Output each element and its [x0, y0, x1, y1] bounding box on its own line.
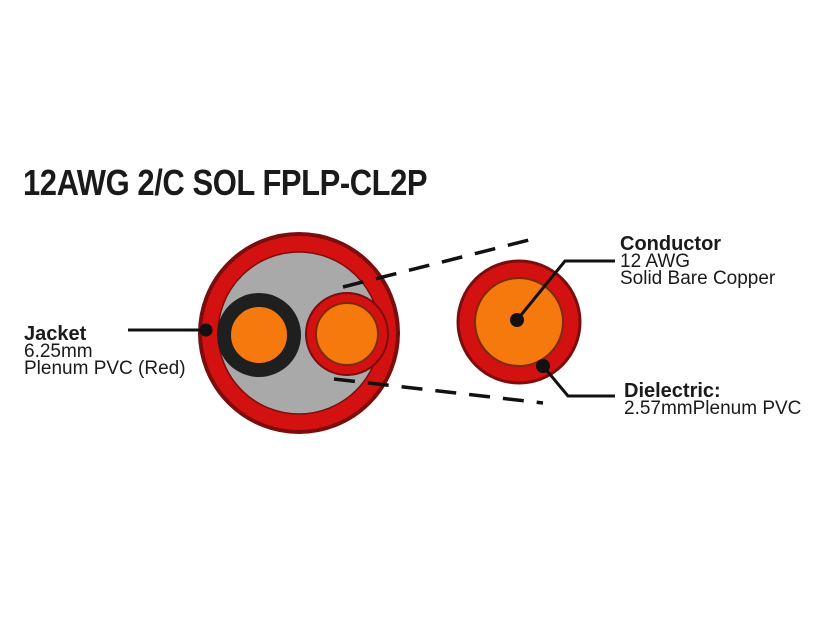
conductor-right-copper-core — [315, 302, 379, 366]
page-title: 12AWG 2/C SOL FPLP-CL2P — [23, 162, 428, 203]
jacket-leader-dot — [199, 323, 213, 337]
dielectric-callout-spec: 2.57mmPlenum PVC — [624, 398, 802, 419]
conductor-callout-gauge: 12 AWG — [620, 251, 691, 272]
conductor-callout-heading: Conductor — [620, 233, 722, 255]
conductor-left-copper-core — [229, 305, 289, 365]
dielectric-callout-heading: Dielectric: — [624, 380, 721, 402]
dielectric-leader-dot — [536, 359, 550, 373]
jacket-callout-material: Plenum PVC (Red) — [24, 358, 186, 379]
magnify-dashed-line-bottom — [333, 377, 544, 405]
conductor-leader-dot — [510, 313, 524, 327]
dielectric-callout: Dielectric: 2.57mmPlenum PVC — [624, 380, 802, 419]
conductor-callout: Conductor 12 AWG Solid Bare Copper — [620, 233, 776, 289]
jacket-callout: Jacket 6.25mm Plenum PVC (Red) — [24, 323, 186, 379]
jacket-callout-heading: Jacket — [24, 323, 87, 345]
conductor-leader-line — [515, 259, 615, 321]
jacket-callout-size: 6.25mm — [24, 341, 93, 362]
dielectric-leader-line — [541, 365, 615, 398]
conductor-callout-material: Solid Bare Copper — [620, 268, 776, 289]
